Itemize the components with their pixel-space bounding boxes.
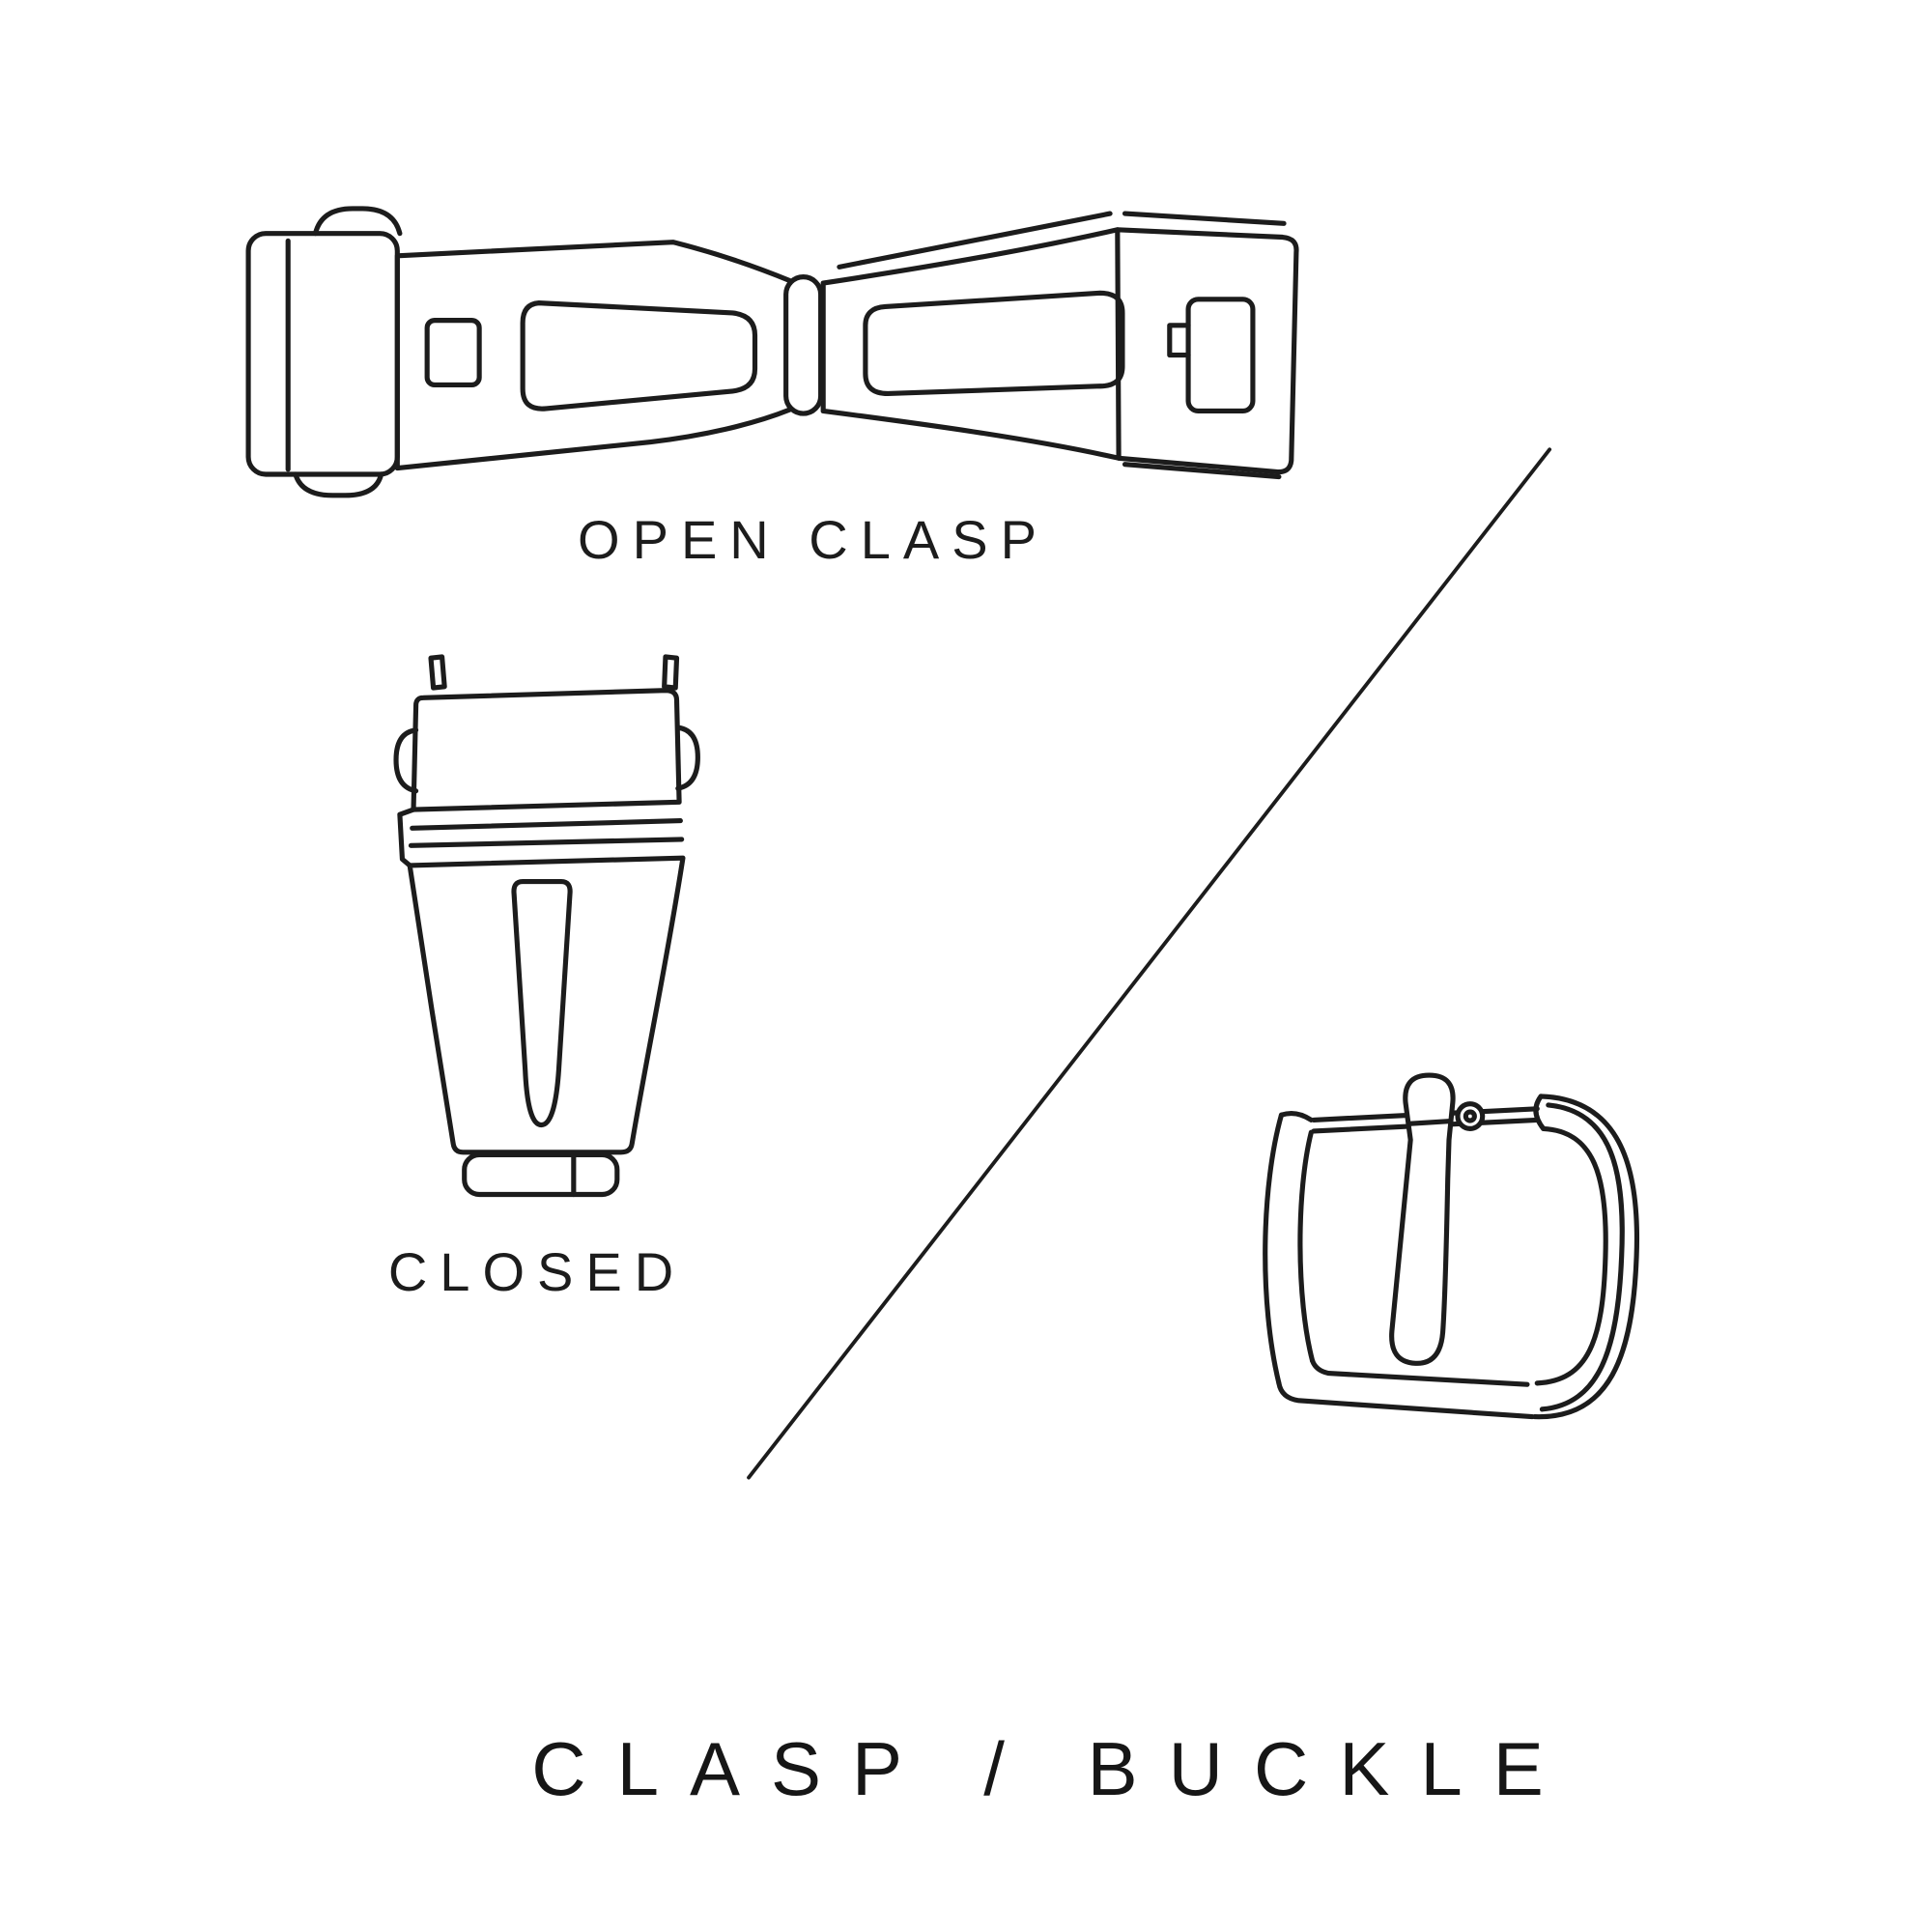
open-clasp-left-end [245, 206, 403, 498]
buckle-spring-coil [1455, 1101, 1486, 1131]
closed-clasp-illustration [393, 654, 700, 1198]
open-clasp-hinge [783, 274, 824, 416]
open-clasp-illustration [245, 206, 1299, 498]
buckle-tongue [1389, 1072, 1456, 1366]
closed-clasp-label: CLOSED [387, 1241, 687, 1302]
open-clasp-right-wing [820, 211, 1299, 480]
open-clasp-label: OPEN CLASP [578, 509, 1049, 570]
divider-line [747, 447, 1552, 1480]
open-clasp-left-wing [394, 240, 793, 471]
diagram-title: CLASP / BUCKLE [531, 1726, 1575, 1811]
buckle-illustration [1263, 1072, 1640, 1420]
